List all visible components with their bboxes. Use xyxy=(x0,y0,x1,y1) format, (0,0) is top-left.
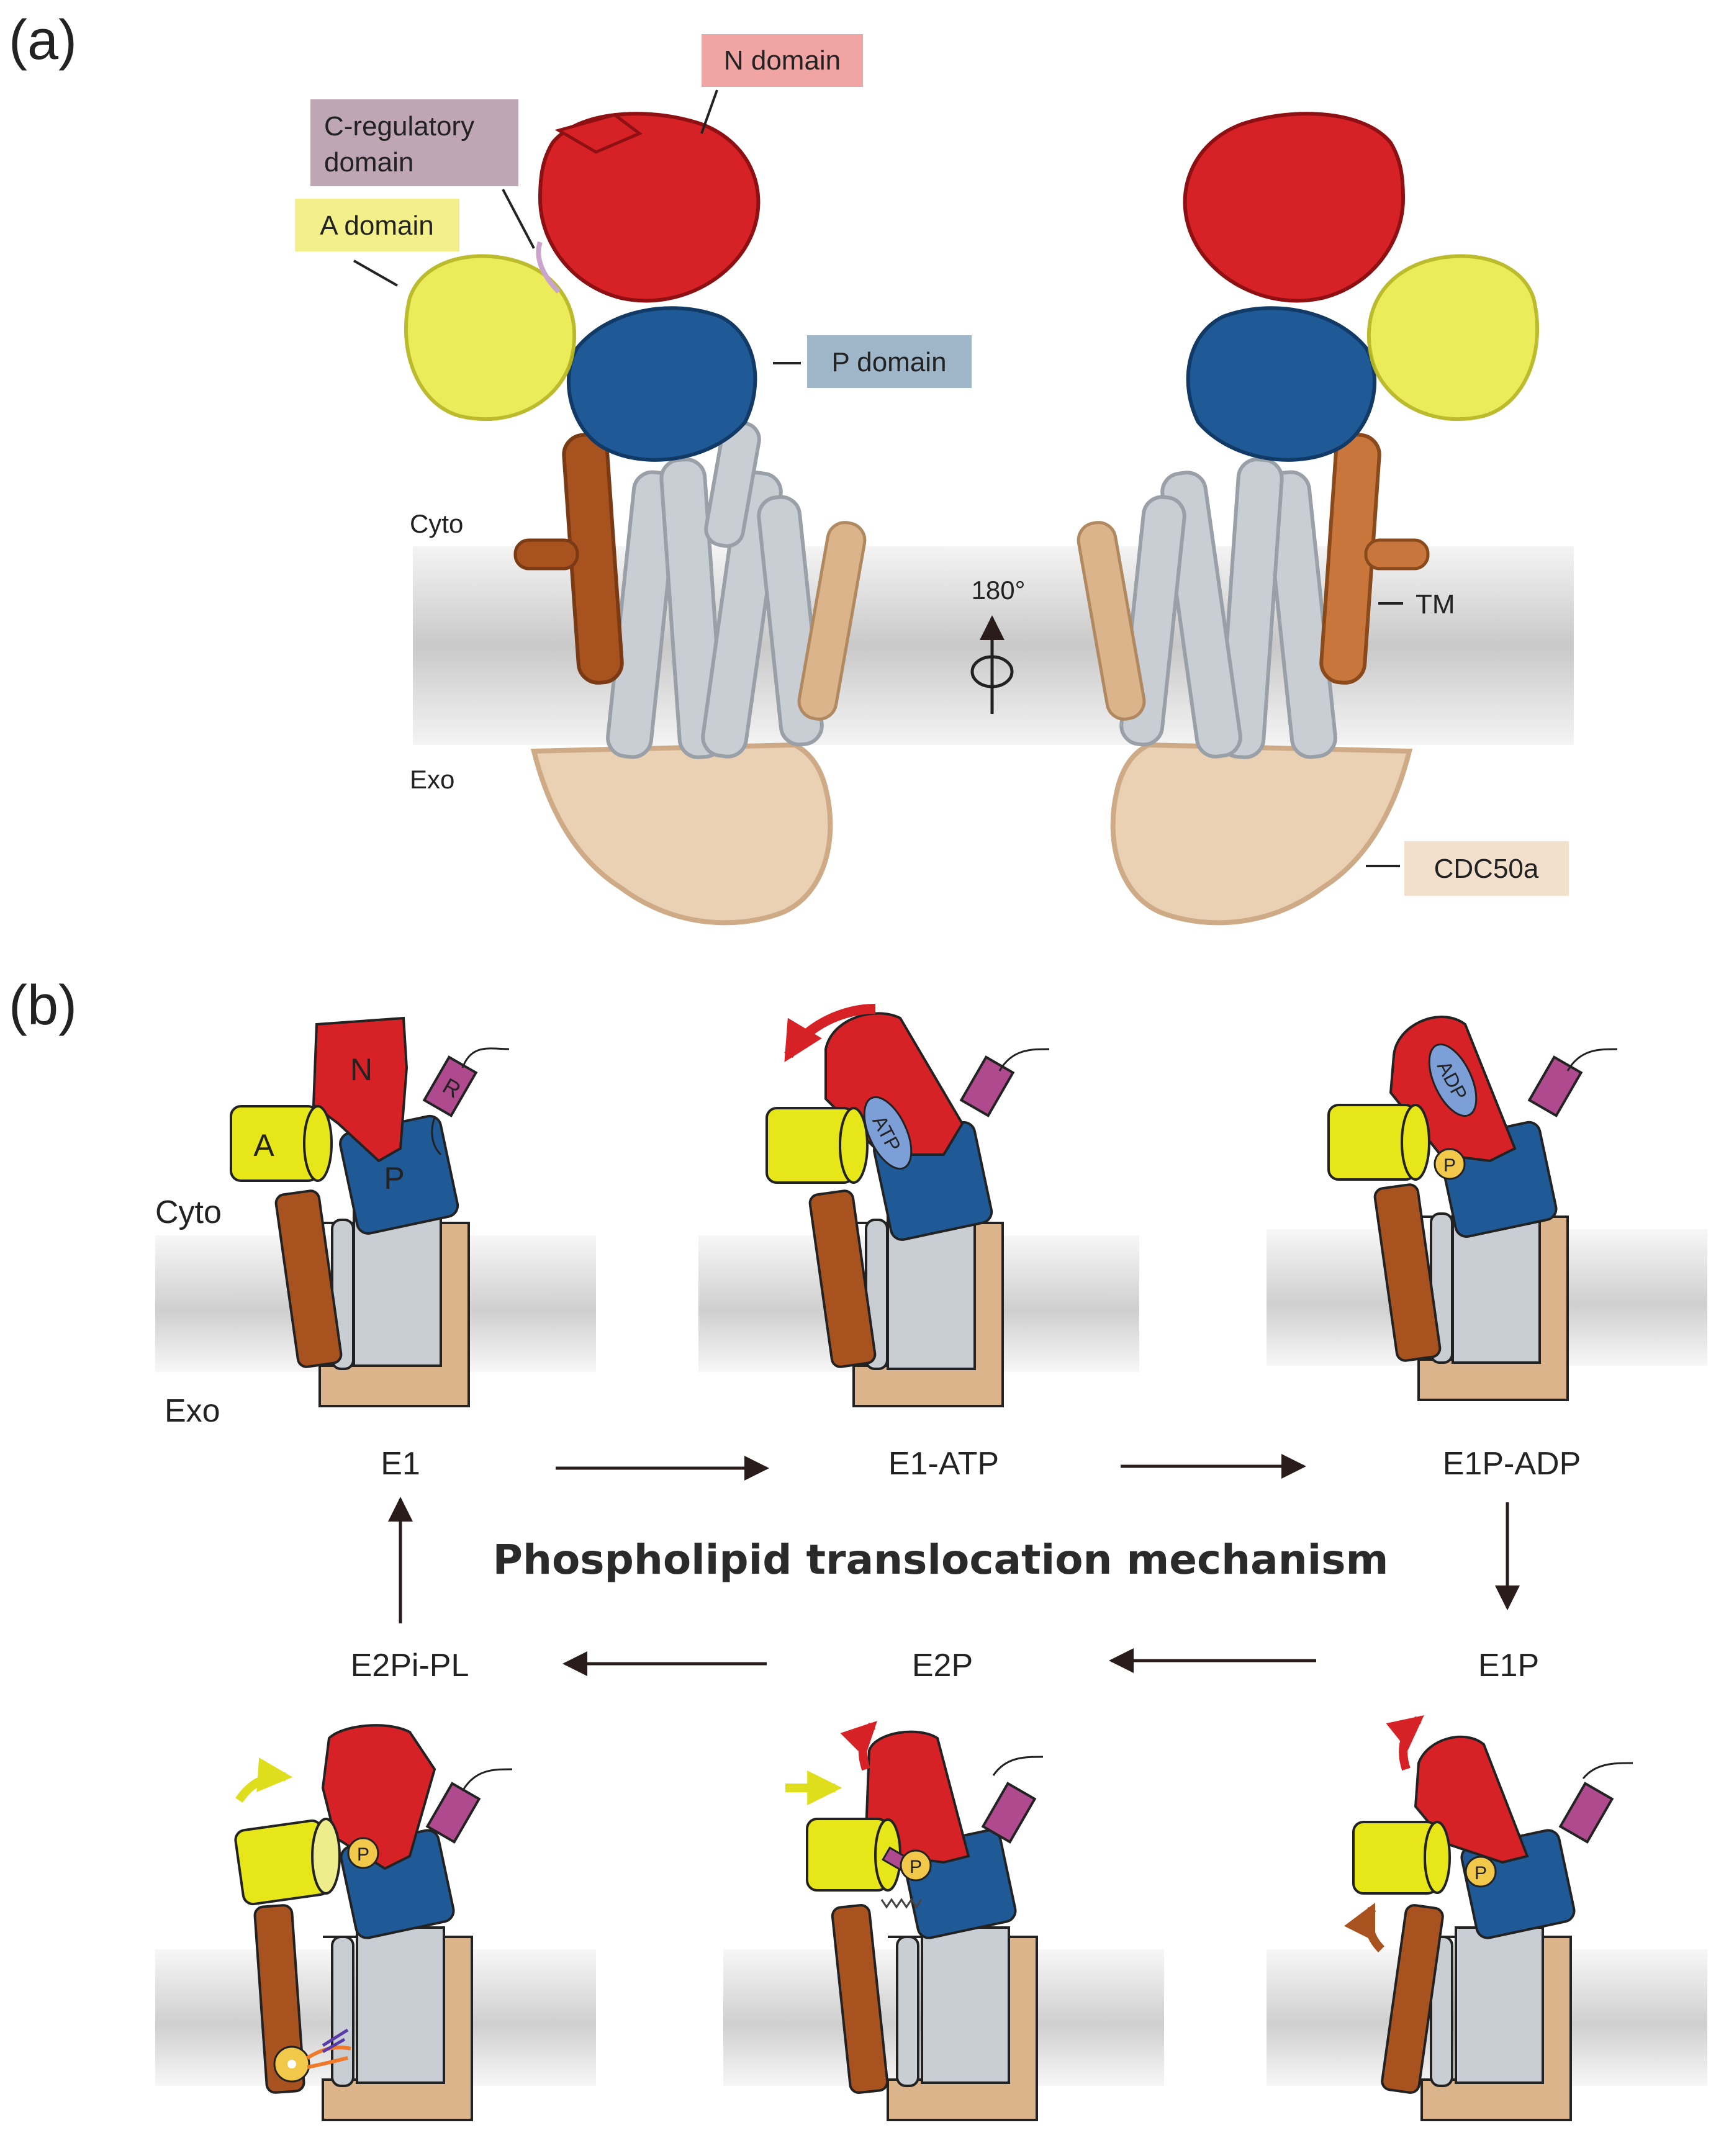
callout-cdc50a: CDC50a xyxy=(1366,841,1569,896)
callout-a-domain: A domain xyxy=(295,199,459,287)
cartoon-e1-atp: ATP xyxy=(765,1004,1050,1407)
state-e1p: E1P xyxy=(1478,1648,1539,1684)
state-e1p-adp: E1P-ADP xyxy=(1443,1446,1581,1482)
structure-right xyxy=(1077,112,1540,926)
state-e1: E1 xyxy=(381,1446,420,1482)
svg-text:CDC50a: CDC50a xyxy=(1434,854,1539,884)
cdc50a-tm-left xyxy=(797,521,867,721)
svg-text:P: P xyxy=(1443,1155,1456,1176)
callout-c-regulatory: C-regulatory domain xyxy=(310,99,535,249)
p-domain-left xyxy=(566,306,757,462)
tm-helix-left-short xyxy=(513,538,579,571)
svg-text:N domain: N domain xyxy=(724,45,841,76)
state-e1-atp: E1-ATP xyxy=(888,1446,999,1482)
a-letter-e1: A xyxy=(253,1128,274,1163)
state-e2pi-pl: E2Pi-PL xyxy=(351,1648,469,1684)
brown-arrow-e1p xyxy=(1343,1902,1385,1952)
callout-p-domain: P domain xyxy=(773,335,972,388)
cartoon-e1p-adp: ADP P xyxy=(1327,1016,1618,1401)
red-arrow-e2p xyxy=(840,1721,877,1771)
cartoon-e1: P N A R xyxy=(230,1016,510,1407)
panel-b-label: (b) xyxy=(9,975,77,1037)
n-letter-e1: N xyxy=(350,1052,373,1087)
svg-text:TM: TM xyxy=(1416,589,1455,620)
a-domain-left xyxy=(404,254,577,422)
r-block-e1 xyxy=(422,1055,478,1117)
callout-n-domain: N domain xyxy=(700,34,863,134)
exo-label-b: Exo xyxy=(165,1393,220,1429)
svg-text:domain: domain xyxy=(324,147,413,178)
svg-text:A domain: A domain xyxy=(320,210,433,241)
cartoon-e1p: P xyxy=(1343,1715,1633,2121)
yellow-arrow-e2pipl xyxy=(235,1757,293,1803)
svg-text:C-regulatory: C-regulatory xyxy=(324,111,474,142)
rotation-icon: 180° xyxy=(970,575,1026,714)
exo-label-a: Exo xyxy=(410,765,454,794)
adp-ellipse xyxy=(1428,1043,1478,1117)
phosphate-e1padp xyxy=(1434,1148,1466,1180)
svg-text:P: P xyxy=(357,1844,369,1865)
cyto-label-a: Cyto xyxy=(410,509,463,538)
c-regulatory-left xyxy=(536,241,561,294)
panel-a-label: (a) xyxy=(9,9,77,71)
cartoon-e2pi-pl: P xyxy=(234,1724,513,2121)
red-arrow-e1p xyxy=(1386,1715,1424,1771)
p-letter-e1: P xyxy=(384,1161,404,1196)
cdc50a-ribbon-left xyxy=(530,742,833,926)
svg-text:180°: 180° xyxy=(972,575,1026,605)
state-e2p: E2P xyxy=(912,1648,973,1684)
cartoon-e2p: P xyxy=(785,1721,1044,2121)
atp-ellipse xyxy=(863,1096,913,1170)
cyto-label-b: Cyto xyxy=(155,1194,222,1230)
svg-text:P domain: P domain xyxy=(831,347,946,377)
tm-core-left xyxy=(606,420,824,759)
svg-text:P: P xyxy=(1474,1863,1487,1883)
n-domain-left xyxy=(538,112,761,303)
svg-text:P: P xyxy=(910,1857,922,1877)
callout-tm: TM xyxy=(1378,589,1455,620)
red-arrow-e1atp xyxy=(784,1004,876,1062)
diagram-title: Phospholipid translocation mechanism xyxy=(493,1536,1389,1584)
structure-left xyxy=(404,112,867,926)
